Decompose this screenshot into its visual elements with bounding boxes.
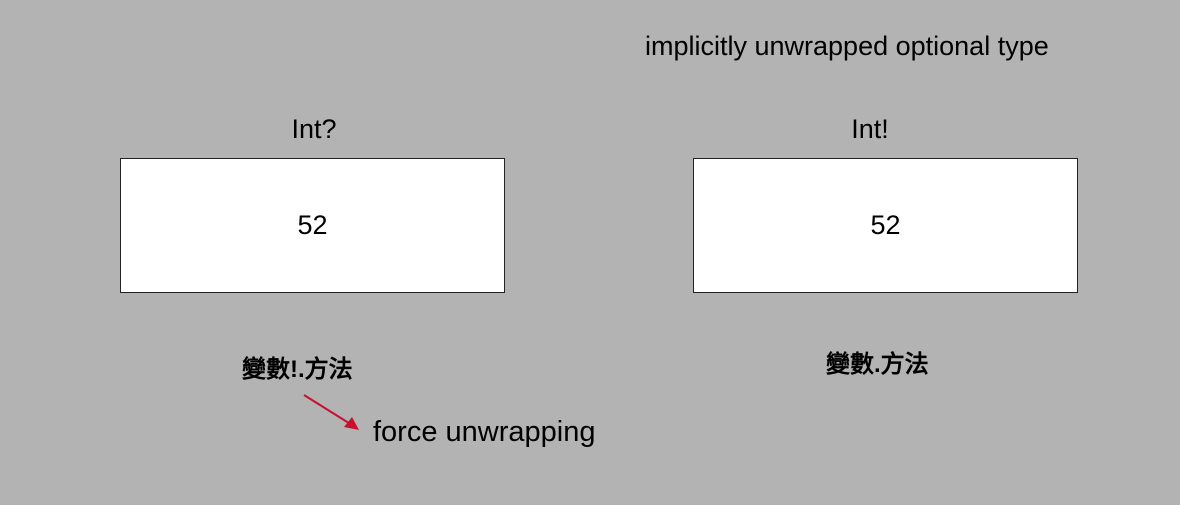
force-unwrap-method-call: 變數!.方法 bbox=[242, 356, 353, 383]
iuo-method-call: 變數.方法 bbox=[826, 351, 929, 378]
iuo-value: 52 bbox=[870, 210, 901, 240]
iuo-value-box: 52 bbox=[693, 158, 1078, 293]
optional-value: 52 bbox=[297, 210, 328, 240]
arrow-shaft bbox=[303, 394, 353, 426]
optional-type-label: Int? bbox=[291, 114, 337, 144]
iuo-type-label: Int! bbox=[851, 114, 889, 144]
force-unwrapping-caption: force unwrapping bbox=[373, 416, 596, 448]
optional-value-box: 52 bbox=[120, 158, 505, 293]
arrow-head bbox=[344, 417, 359, 430]
implicitly-unwrapped-caption: implicitly unwrapped optional type bbox=[645, 31, 1049, 61]
